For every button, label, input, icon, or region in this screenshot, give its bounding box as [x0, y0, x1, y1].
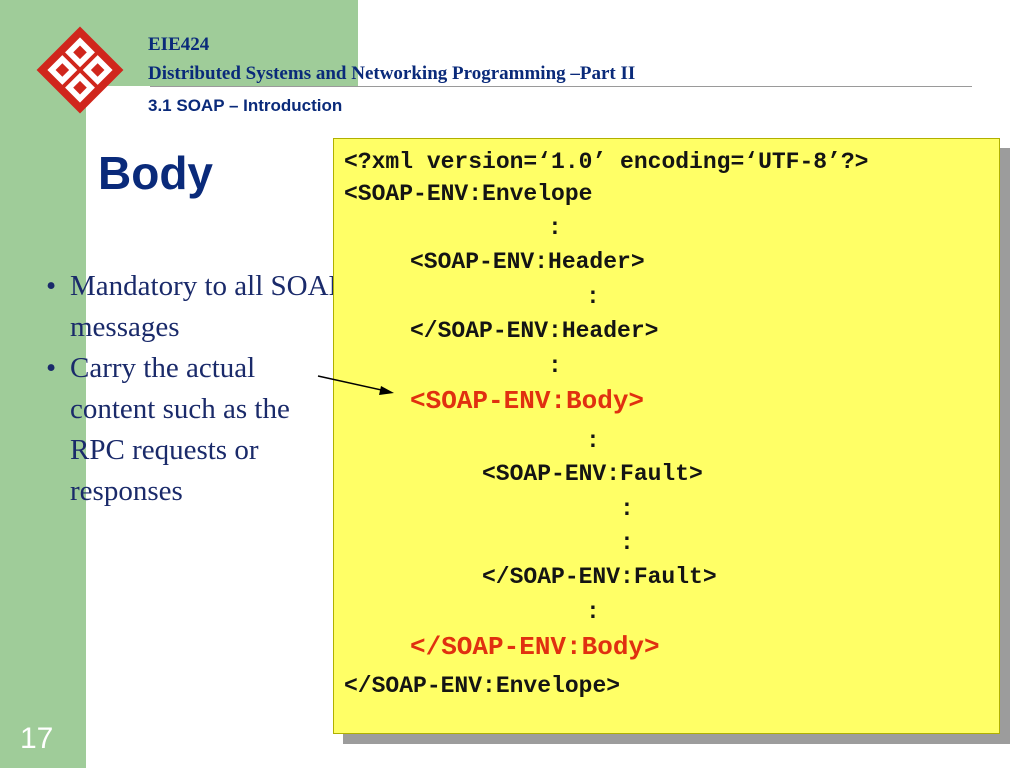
page-number: 17 — [20, 722, 54, 755]
bullet-item: • Carry the actual content such as the R… — [46, 348, 346, 512]
green-side-band — [0, 86, 86, 768]
course-code: EIE424 — [148, 34, 210, 55]
code-line: <SOAP-ENV:Fault> — [482, 461, 703, 487]
bullet-text: Mandatory to all SOAP messages — [70, 270, 344, 343]
slide-title: Body — [98, 147, 213, 199]
bullet-list: • Mandatory to all SOAP messages • Carry… — [46, 266, 346, 512]
code-line: <?xml version=‘1.0’ encoding=‘UTF-8’?> — [344, 149, 869, 175]
code-line: : — [586, 428, 600, 454]
header-divider — [150, 86, 972, 87]
code-line: <SOAP-ENV:Header> — [410, 249, 645, 275]
code-line: </SOAP-ENV:Envelope> — [344, 673, 621, 699]
code-line: </SOAP-ENV:Header> — [410, 318, 659, 344]
bullet-dot-icon: • — [46, 270, 57, 302]
code-line: </SOAP-ENV:Fault> — [482, 564, 717, 590]
code-line: : — [620, 496, 634, 522]
code-line: : — [586, 599, 600, 625]
code-line: : — [586, 284, 600, 310]
code-line: : — [548, 353, 562, 379]
code-line: : — [620, 530, 634, 556]
code-line: : — [548, 215, 562, 241]
bullet-dot-icon: • — [46, 352, 57, 384]
section-title: 3.1 SOAP – Introduction — [148, 96, 343, 115]
code-box: <?xml version=‘1.0’ encoding=‘UTF-8’?> <… — [333, 138, 1000, 734]
bullet-item: • Mandatory to all SOAP messages — [46, 266, 346, 348]
university-logo-icon — [36, 26, 124, 114]
course-name: Distributed Systems and Networking Progr… — [148, 63, 636, 84]
code-line: <SOAP-ENV:Envelope — [344, 181, 593, 207]
body-close-tag: </SOAP-ENV:Body> — [410, 632, 660, 662]
body-open-tag: <SOAP-ENV:Body> — [410, 386, 645, 416]
bullet-text: Carry the actual content such as the RPC… — [70, 352, 290, 507]
